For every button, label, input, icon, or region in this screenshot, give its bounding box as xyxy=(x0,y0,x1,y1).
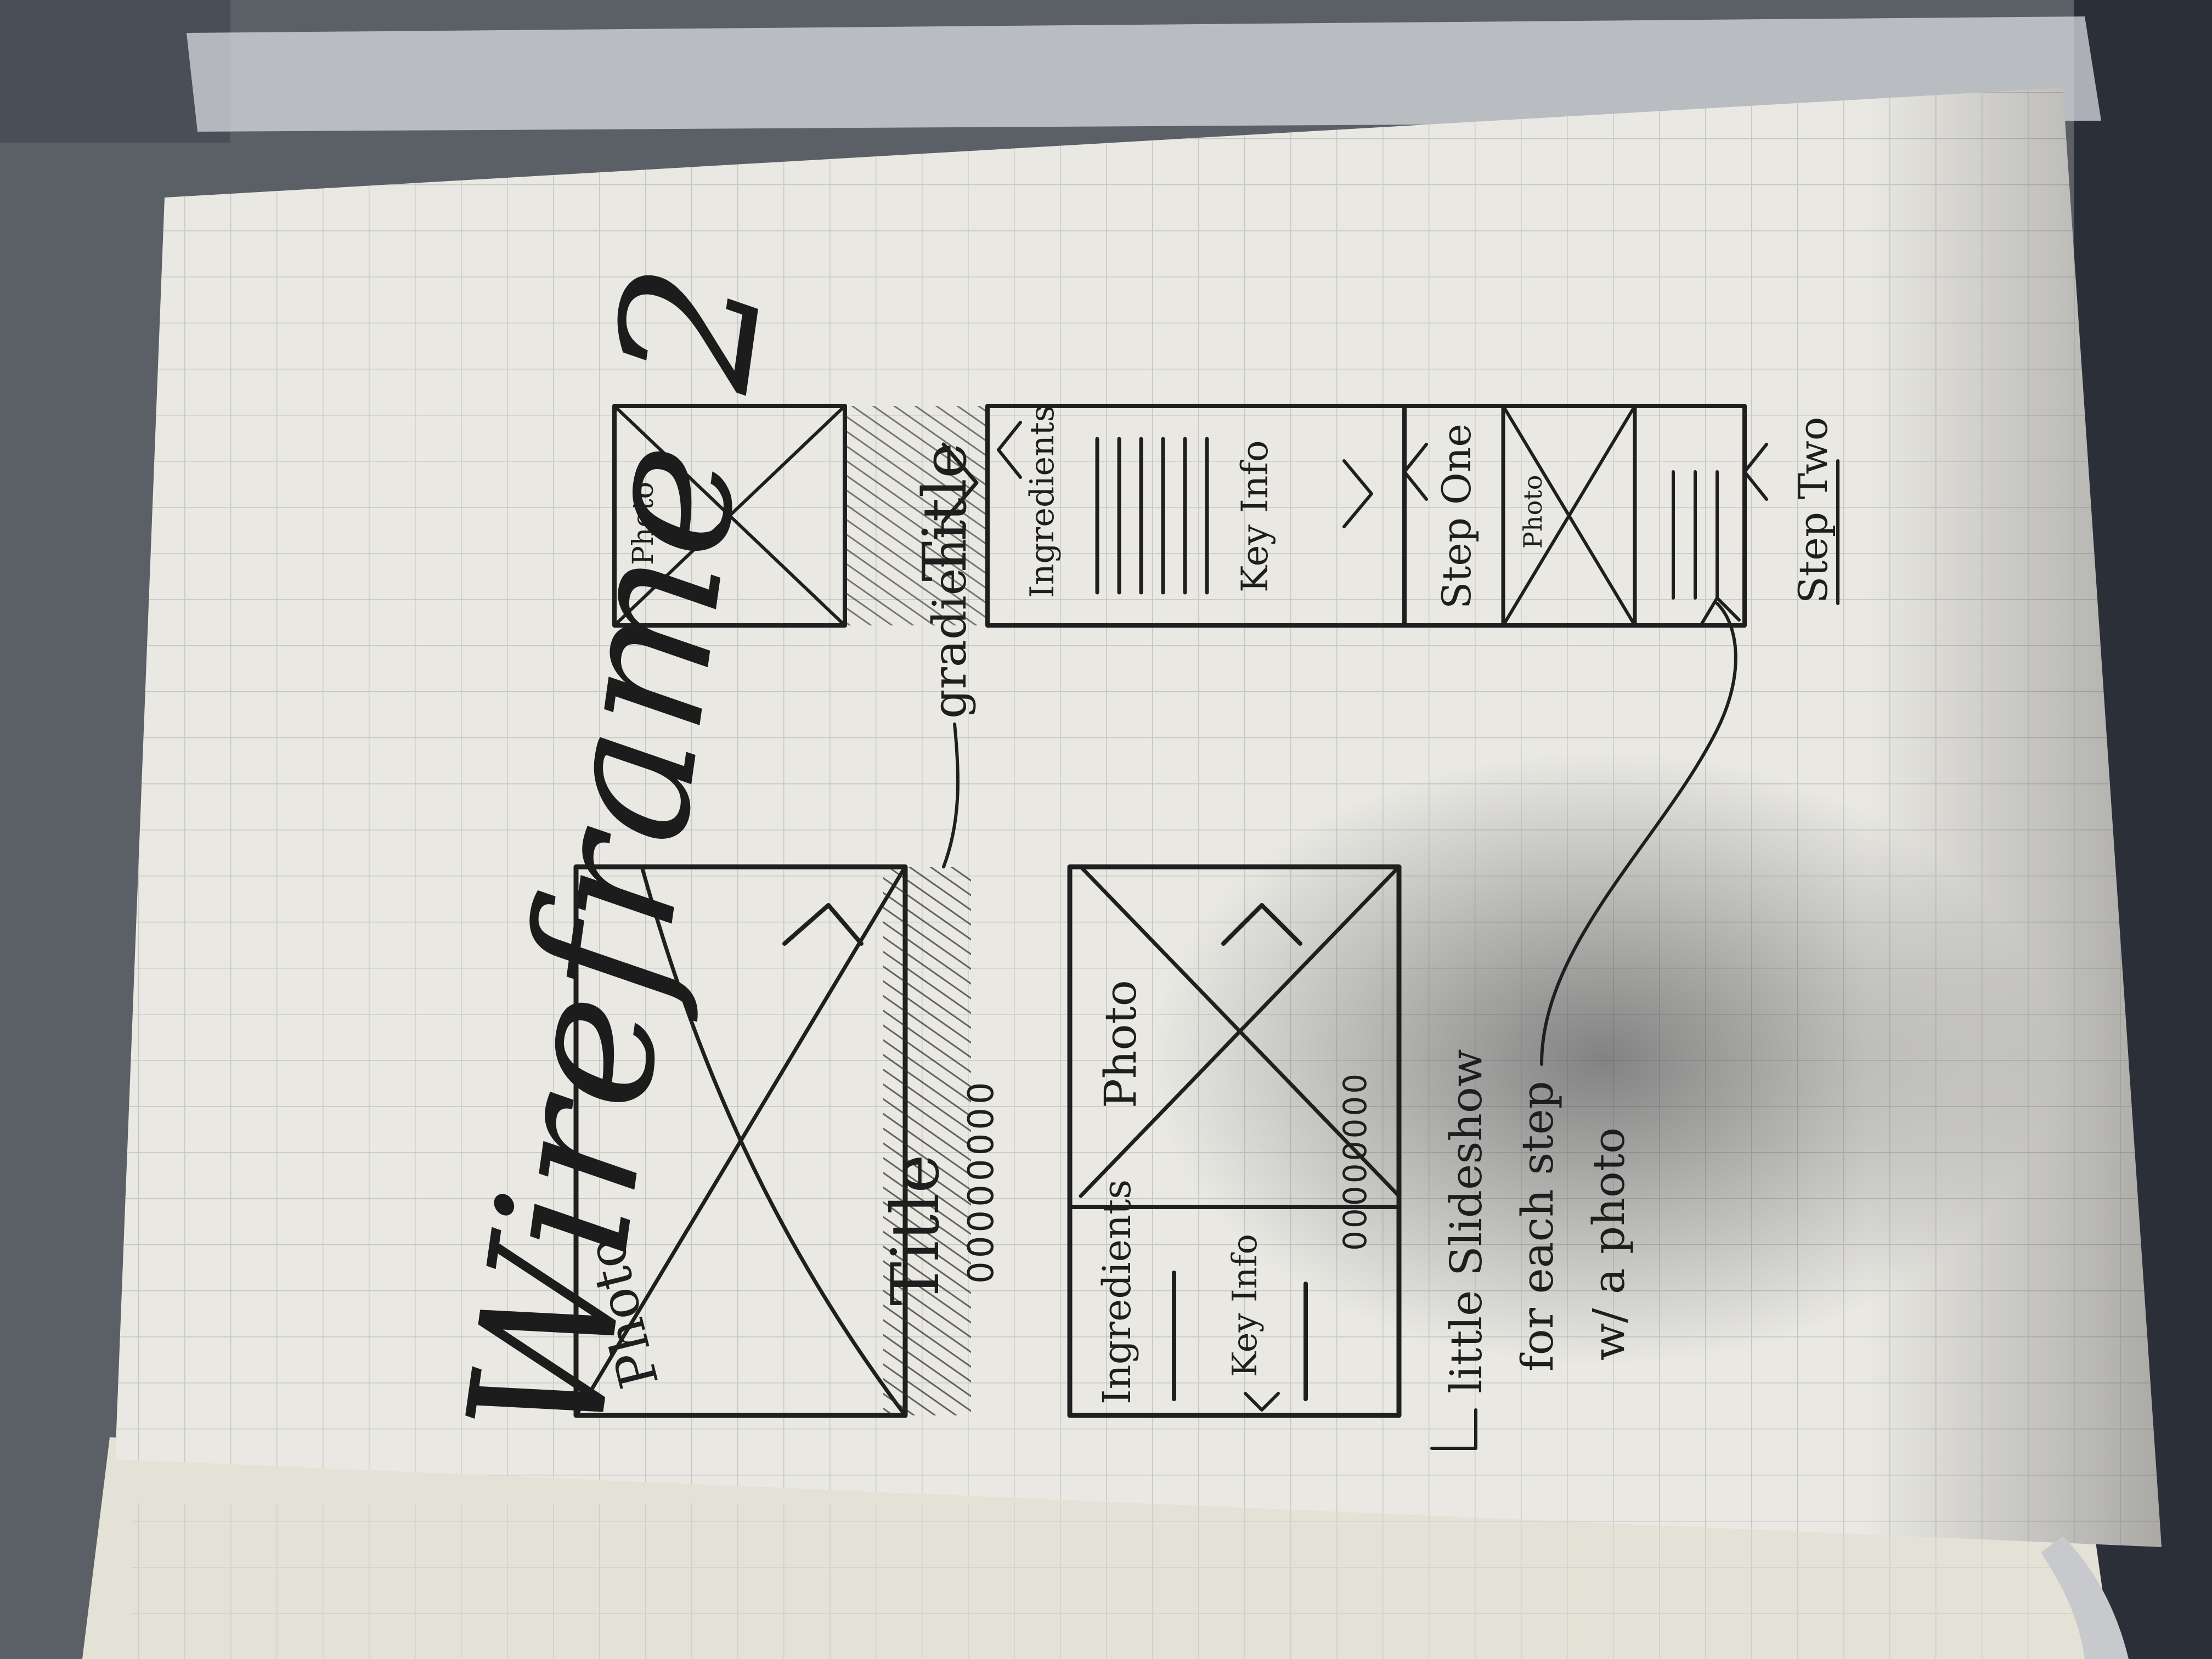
scroll-title: Title xyxy=(910,443,980,582)
detail-key-info: Key Info xyxy=(1224,1234,1265,1377)
hand-shadow xyxy=(1152,752,2052,1366)
scroll-step-photo: Photo xyxy=(1518,475,1548,549)
detail-photo-label: Photo xyxy=(1095,980,1146,1108)
detail-pager-dots: 00000000 xyxy=(1336,1071,1374,1251)
note-line-1: little Slideshow xyxy=(1441,1049,1492,1393)
bookmark-ribbon xyxy=(2041,1536,2129,1659)
detail-ingredients: Ingredients xyxy=(1094,1180,1139,1404)
scroll-photo-label: Photo xyxy=(627,482,660,565)
note-line-3: w/ a photo xyxy=(1583,1127,1634,1361)
scroll-key-info: Key Info xyxy=(1234,440,1276,592)
scroll-step-one: Step One xyxy=(1434,424,1480,609)
plastic-cover xyxy=(187,16,2101,132)
hero-rating-dots: 00000000 xyxy=(961,1079,1002,1284)
hero-title: Title xyxy=(878,1154,954,1306)
note-line-2: for each step xyxy=(1512,1081,1563,1372)
scroll-step-two: Step Two xyxy=(1790,417,1836,603)
hero-gradient-hatch xyxy=(883,867,971,1415)
sketch-b: Photo Title Ingredients Key Info Step On… xyxy=(612,404,1839,628)
detail-card xyxy=(1067,864,1402,1418)
scroll-ingredients: Ingredients xyxy=(1023,405,1062,598)
